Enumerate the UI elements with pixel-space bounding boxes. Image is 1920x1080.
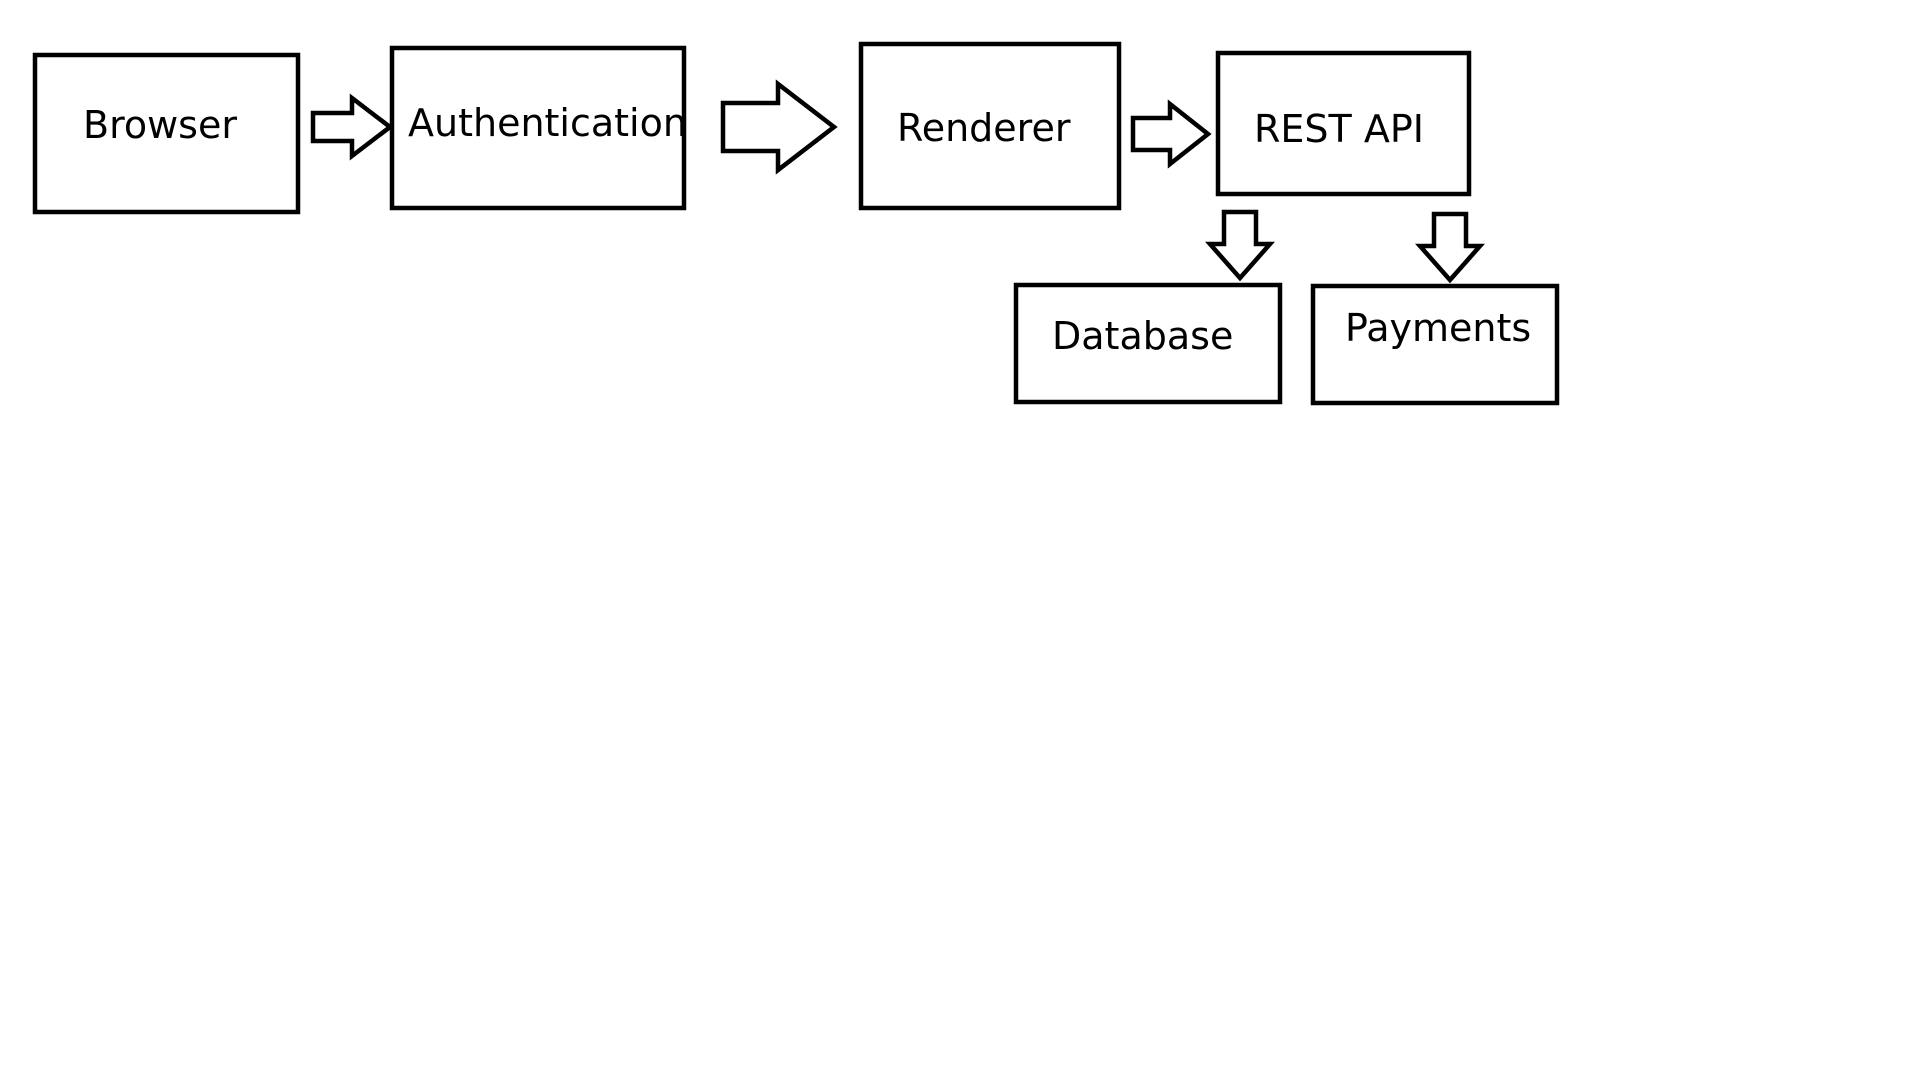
- node-authentication-label: Authentication: [408, 101, 687, 145]
- node-database-box: [1013, 282, 1283, 405]
- node-rest-api: REST API: [1215, 50, 1472, 197]
- arrow-down-shape: [1205, 209, 1275, 282]
- arrow-rest-api-to-payments: [1415, 211, 1485, 284]
- arrow-authentication-to-renderer: [720, 79, 838, 175]
- node-rest-api-label: REST API: [1254, 107, 1424, 151]
- arrow-right-shape: [720, 79, 838, 175]
- node-browser: Browser: [32, 52, 301, 215]
- arrow-browser-to-authentication: [310, 93, 394, 161]
- node-database-label: Database: [1052, 314, 1233, 358]
- node-payments-box: [1310, 283, 1560, 406]
- arrow-renderer-to-rest-api: [1130, 99, 1212, 169]
- node-authentication: Authentication: [389, 45, 687, 211]
- node-browser-label: Browser: [83, 103, 237, 147]
- node-renderer: Renderer: [858, 41, 1122, 211]
- node-rest-api-box: [1215, 50, 1472, 197]
- arrow-rest-api-to-database: [1205, 209, 1275, 282]
- node-renderer-label: Renderer: [897, 106, 1071, 150]
- arrow-down-shape: [1415, 211, 1485, 284]
- node-authentication-box: [389, 45, 687, 211]
- node-browser-box: [32, 52, 301, 215]
- node-payments: Payments: [1310, 283, 1560, 406]
- node-database: Database: [1013, 282, 1283, 405]
- arrow-right-shape: [1130, 99, 1212, 169]
- arrow-right-shape: [310, 93, 394, 161]
- node-renderer-box: [858, 41, 1122, 211]
- node-payments-label: Payments: [1345, 306, 1531, 350]
